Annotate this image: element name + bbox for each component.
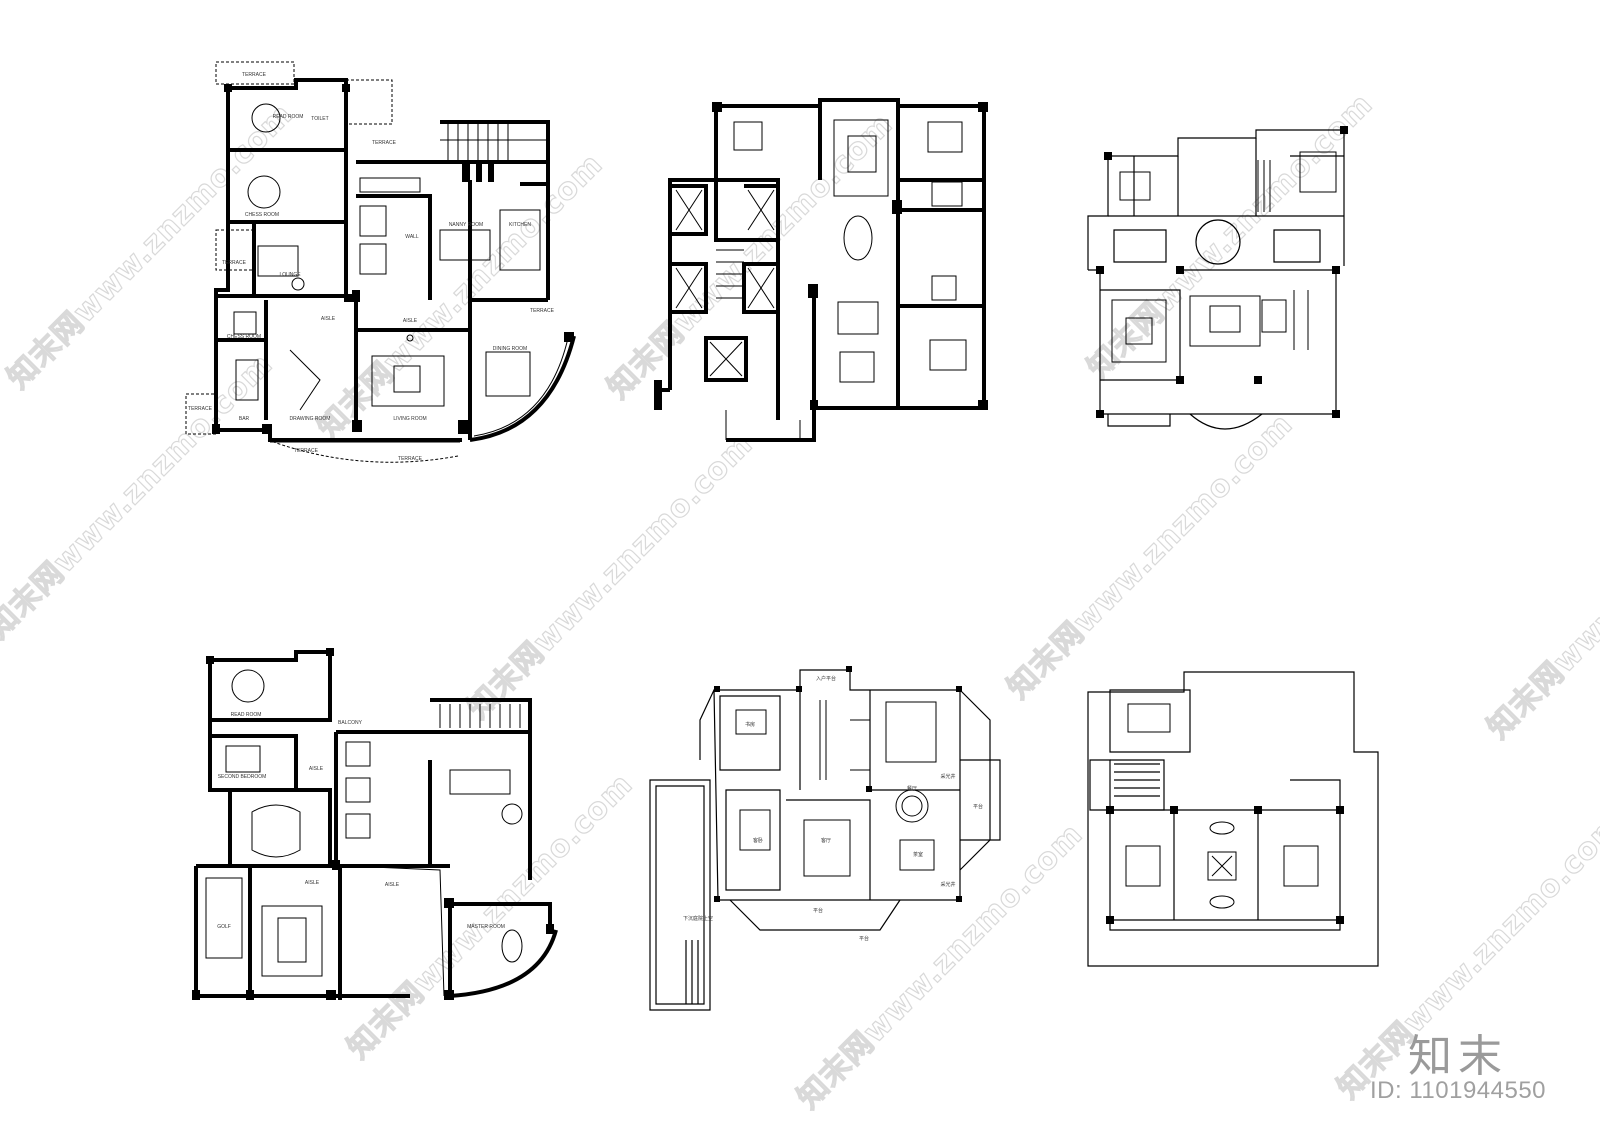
room-label: WALL xyxy=(405,234,419,240)
watermark-text: 知末网www.znzmo.com xyxy=(461,427,760,726)
watermark-text: 知末网www.znzmo.com xyxy=(1001,407,1300,706)
floor-plan-5 xyxy=(649,666,1001,1011)
room-label: TERRACE xyxy=(372,140,397,146)
watermark-layer: 知末网www.znzmo.com 知末网www.znzmo.com 知末网www… xyxy=(0,86,1600,1116)
room-label: 平台 xyxy=(859,935,869,942)
room-label: LIVING ROOM xyxy=(393,416,426,422)
watermark-text: 知末网www.znzmo.com xyxy=(0,347,280,646)
room-label: TERRACE xyxy=(530,308,555,314)
watermark-text: 知末网www.znzmo.com xyxy=(601,107,900,406)
room-label: GOLF xyxy=(217,924,231,930)
room-label: READ ROOM xyxy=(273,114,304,120)
watermark-text: 知末网www.znzmo.com xyxy=(341,767,640,1066)
room-label: KITCHEN xyxy=(509,222,531,228)
room-label: TERRACE xyxy=(242,72,267,78)
room-label: DRAWING ROOM xyxy=(290,416,331,422)
room-label: TOILET xyxy=(311,116,328,122)
room-label: AISLE xyxy=(385,882,400,888)
floor-plan-4 xyxy=(192,648,558,1000)
room-label: BAR xyxy=(239,416,250,422)
room-label: TERRACE xyxy=(294,448,319,454)
room-label: TERRACE xyxy=(398,456,423,462)
floor-plan-2 xyxy=(654,98,988,442)
room-label: 茶室 xyxy=(913,851,923,858)
room-label: 书房 xyxy=(745,721,755,728)
room-label: 下沉庭院上空 xyxy=(683,915,713,922)
room-label: AISLE xyxy=(321,316,336,322)
room-label: 客厅 xyxy=(821,837,831,844)
room-label: AISLE xyxy=(309,766,324,772)
room-label: 入户平台 xyxy=(816,675,836,682)
plan4-labels: READ ROOM SECOND BEDROOM BALCONY AISLE G… xyxy=(217,712,505,930)
room-label: TERRACE xyxy=(222,260,247,266)
watermark-text: 知末网www.znzmo.com xyxy=(791,817,1090,1116)
floor-plan-1 xyxy=(185,61,576,463)
brand-logo: 知末 xyxy=(1408,1031,1508,1082)
room-label: 平台 xyxy=(813,907,823,914)
room-label: TERRACE xyxy=(188,406,213,412)
room-label: 平台 xyxy=(973,803,983,810)
room-label: MASTER ROOM xyxy=(467,924,505,930)
room-label: AISLE xyxy=(305,880,320,886)
room-label: READ ROOM xyxy=(231,712,262,718)
room-label: NANNY ROOM xyxy=(449,222,483,228)
room-label: 采光井 xyxy=(940,773,955,780)
plan5-labels: 入户平台 书房 客厅 平台 下沉庭院上空 餐厅 客卧 平台 采光井 采光井 茶室… xyxy=(683,675,983,942)
room-label: 餐厅 xyxy=(907,785,917,792)
room-label: BALCONY xyxy=(338,720,363,726)
floor-plan-3 xyxy=(1087,126,1348,430)
room-label: 采光井 xyxy=(940,881,955,888)
image-id-label: ID: 1101944550 xyxy=(1370,1077,1547,1104)
watermark-text: 知末网www.znzmo.com xyxy=(1481,447,1600,746)
room-label: CHESS ROOM xyxy=(227,334,261,340)
room-label: 客卧 xyxy=(753,837,763,844)
room-label: SECOND BEDROOM xyxy=(218,774,267,780)
room-label: CHESS ROOM xyxy=(245,212,279,218)
room-label: AISLE xyxy=(403,318,418,324)
floor-plan-6 xyxy=(1087,671,1379,967)
plan1-labels: TERRACE READ ROOM TOILET TERRACE CHESS R… xyxy=(188,72,555,462)
room-label: LOUNGE xyxy=(279,272,301,278)
room-label: DINING ROOM xyxy=(493,346,527,352)
